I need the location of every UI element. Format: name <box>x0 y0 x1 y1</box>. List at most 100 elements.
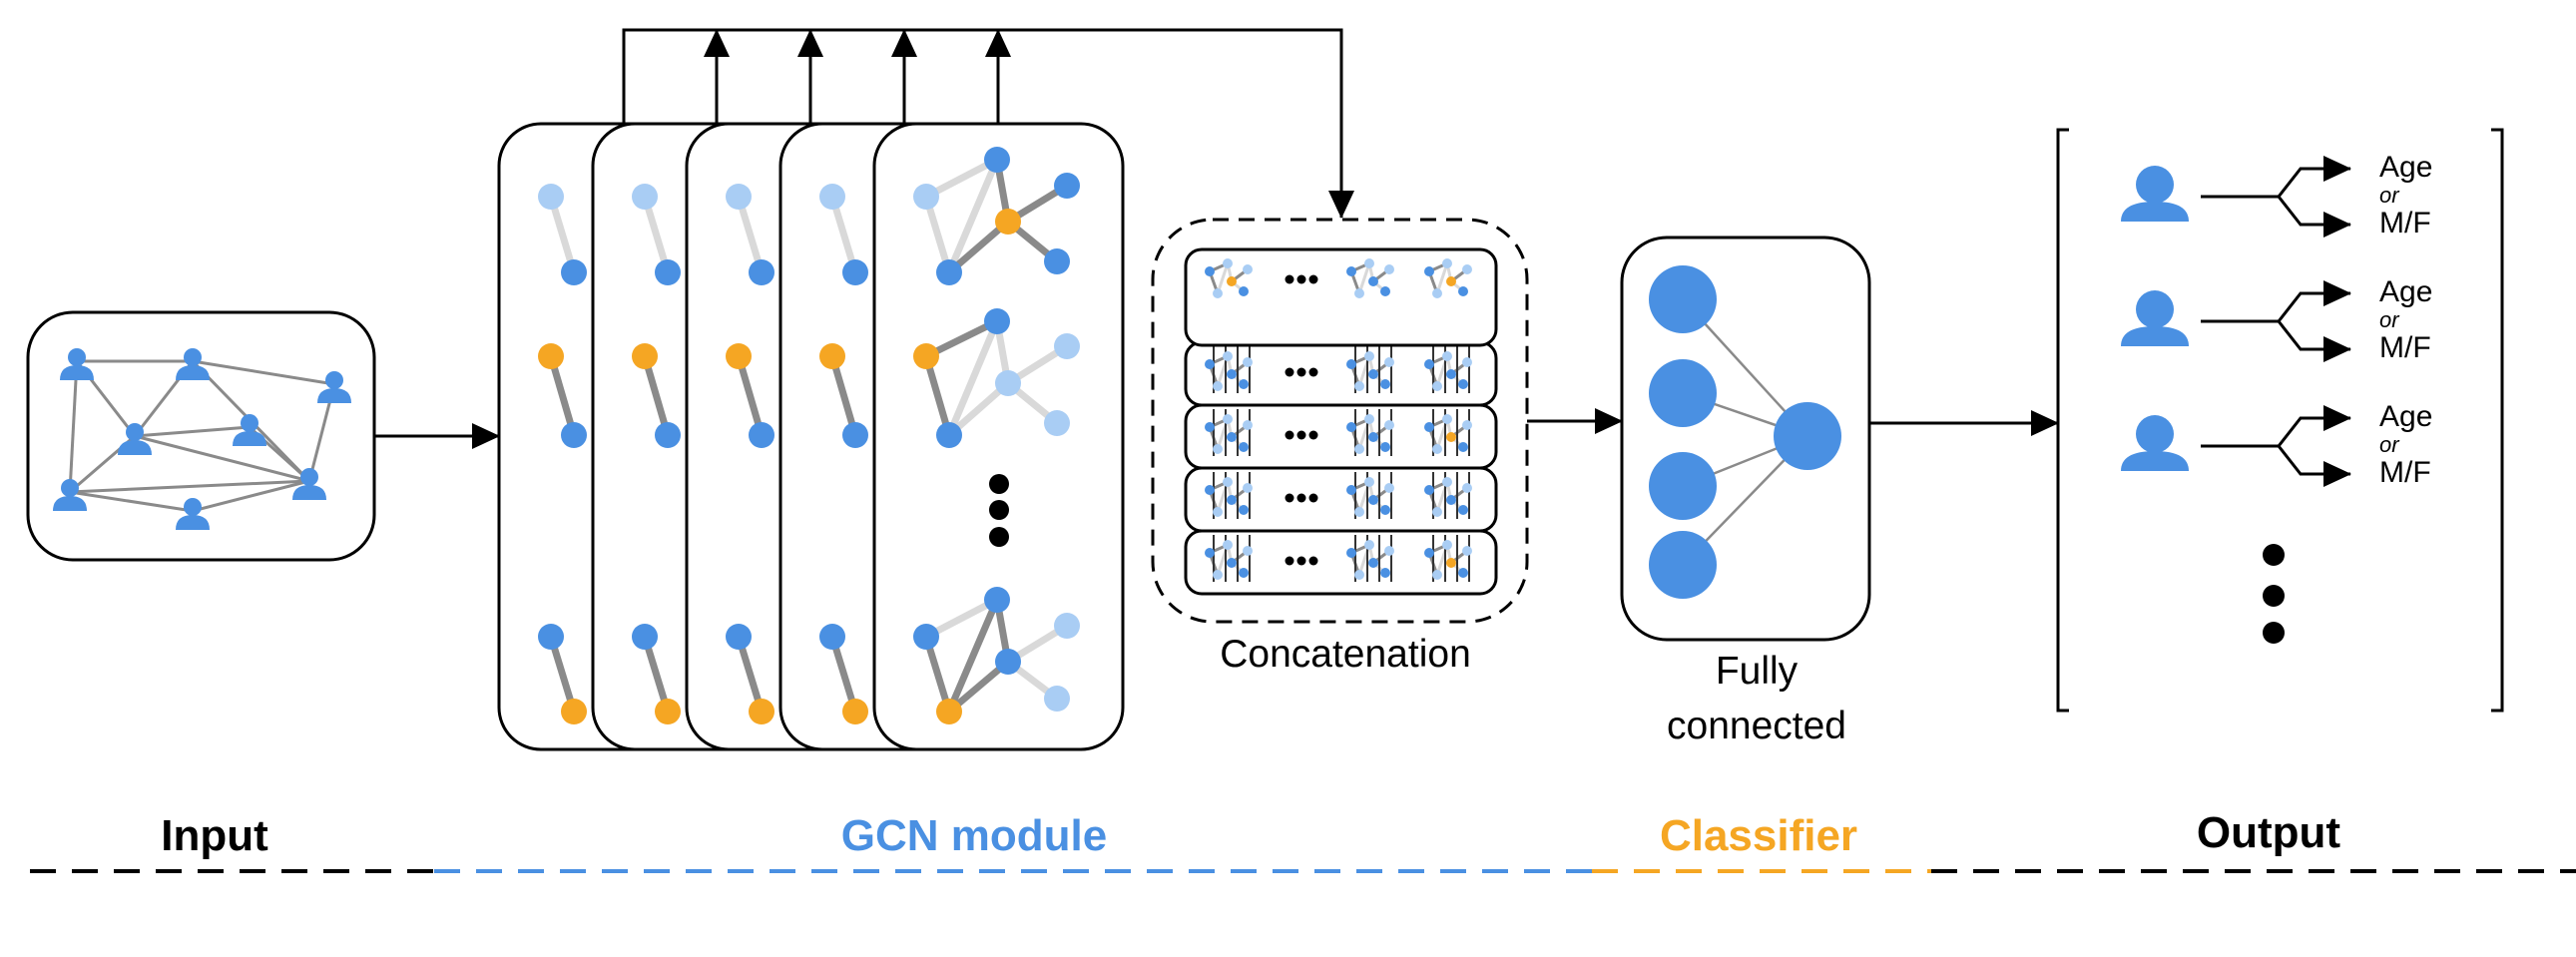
concatenation-stack <box>1184 247 1498 596</box>
graph-node <box>1364 258 1374 268</box>
output-or-label: or <box>2379 307 2400 332</box>
feedback-arrows <box>622 28 1354 219</box>
graph-node <box>1346 266 1356 276</box>
graph-node <box>984 147 1010 173</box>
graph-node <box>1384 420 1394 430</box>
input-graph <box>26 310 376 562</box>
graph-node <box>1223 477 1233 487</box>
stage-label-gcn-module: GCN module <box>841 811 1107 860</box>
graph-node <box>842 422 868 448</box>
graph-node <box>1442 414 1452 424</box>
graph-node <box>1462 264 1472 274</box>
gcn-layer-card <box>872 122 1125 751</box>
graph-node <box>842 699 868 724</box>
graph-node <box>1205 359 1215 369</box>
output-age-label: Age <box>2379 151 2432 184</box>
concat-layer <box>1184 340 1498 407</box>
horizontal-ellipsis-icon <box>1285 556 1318 566</box>
graph-node <box>1424 422 1434 432</box>
graph-node <box>842 259 868 285</box>
stage-legend: Input GCN module Classifier Output <box>30 808 2576 873</box>
graph-node <box>936 699 962 724</box>
graph-node <box>1424 548 1434 558</box>
graph-node <box>1432 507 1442 517</box>
graph-node <box>1243 357 1253 367</box>
graph-node <box>1243 483 1253 493</box>
graph-node <box>1205 266 1215 276</box>
graph-node <box>1354 444 1364 454</box>
graph-node <box>1239 505 1249 515</box>
fc-input-node <box>1649 359 1717 427</box>
graph-node <box>1442 477 1452 487</box>
concatenation-label: Concatenation <box>1220 633 1471 676</box>
graph-node <box>1354 288 1364 298</box>
graph-node <box>1239 286 1249 296</box>
graph-node <box>1213 288 1223 298</box>
graph-node <box>1044 410 1070 436</box>
graph-node <box>1368 558 1378 568</box>
graph-node <box>1384 264 1394 274</box>
graph-node <box>632 624 658 650</box>
fully-connected-label-line2: connected <box>1667 705 1846 747</box>
graph-node <box>1380 442 1390 452</box>
graph-node <box>1223 540 1233 550</box>
graph-node <box>655 422 681 448</box>
graph-node <box>1424 485 1434 495</box>
output-right-bracket <box>2491 128 2504 713</box>
graph-node <box>632 343 658 369</box>
graph-node <box>1424 266 1434 276</box>
output-mf-label: M/F <box>2379 331 2431 364</box>
graph-node <box>936 422 962 448</box>
horizontal-ellipsis-icon <box>1285 430 1318 440</box>
graph-node <box>819 624 845 650</box>
graph-node <box>561 259 587 285</box>
graph-node <box>632 184 658 210</box>
graph-node <box>655 699 681 724</box>
graph-node <box>1044 686 1070 712</box>
gcn-module-stack <box>497 122 1125 751</box>
graph-node <box>1442 351 1452 361</box>
graph-node <box>749 259 774 285</box>
graph-node <box>1227 276 1237 286</box>
horizontal-ellipsis-icon <box>1285 274 1318 284</box>
graph-node <box>936 259 962 285</box>
stage-label-input: Input <box>161 811 268 860</box>
graph-node <box>1380 568 1390 578</box>
stage-label-output: Output <box>2197 808 2341 857</box>
graph-node <box>1446 495 1456 505</box>
output-age-label: Age <box>2379 275 2432 308</box>
graph-node <box>1346 422 1356 432</box>
graph-node <box>749 699 774 724</box>
output-or-label: or <box>2379 183 2400 208</box>
graph-node <box>1223 351 1233 361</box>
stage-label-classifier: Classifier <box>1660 811 1857 860</box>
graph-node <box>561 699 587 724</box>
graph-node <box>913 343 939 369</box>
graph-node <box>1223 258 1233 268</box>
graph-node <box>1442 258 1452 268</box>
graph-node <box>538 624 564 650</box>
fc-input-node <box>1649 531 1717 599</box>
graph-node <box>1227 495 1237 505</box>
graph-node <box>1384 483 1394 493</box>
graph-node <box>1368 276 1378 286</box>
graph-node <box>1044 248 1070 274</box>
concat-layer <box>1184 529 1498 596</box>
graph-node <box>1368 495 1378 505</box>
graph-node <box>1442 540 1452 550</box>
graph-node <box>1432 444 1442 454</box>
graph-node <box>1364 540 1374 550</box>
graph-node <box>913 624 939 650</box>
graph-node <box>1446 432 1456 442</box>
graph-node <box>819 184 845 210</box>
vertical-ellipsis-icon <box>989 474 1009 547</box>
output-age-label: Age <box>2379 400 2432 433</box>
graph-node <box>1213 570 1223 580</box>
graph-node <box>1223 414 1233 424</box>
graph-node <box>1227 432 1237 442</box>
graph-node <box>1243 420 1253 430</box>
concat-layer <box>1184 403 1498 470</box>
graph-node <box>1054 613 1080 639</box>
